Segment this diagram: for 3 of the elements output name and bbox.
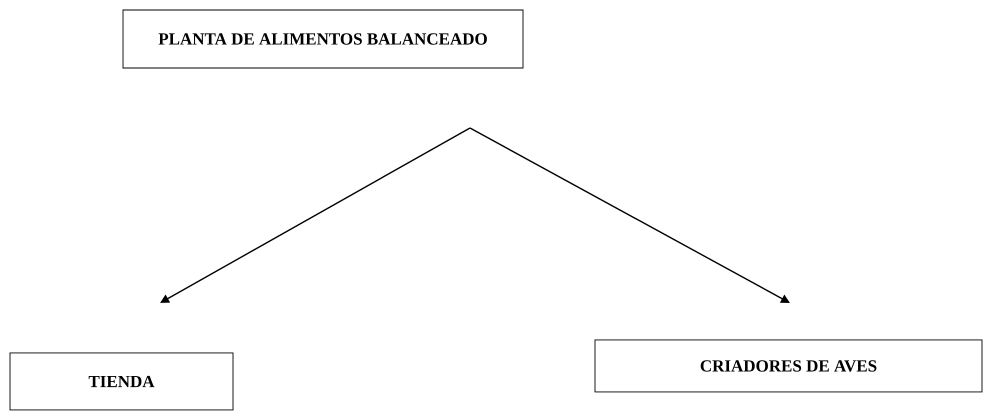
text-box: CRIADORES DE AVES — [594, 340, 982, 392]
text-box: PLANTA DE ALIMENTOS BALANCEADO — [122, 10, 524, 68]
text-box: TIENDA — [10, 352, 234, 410]
